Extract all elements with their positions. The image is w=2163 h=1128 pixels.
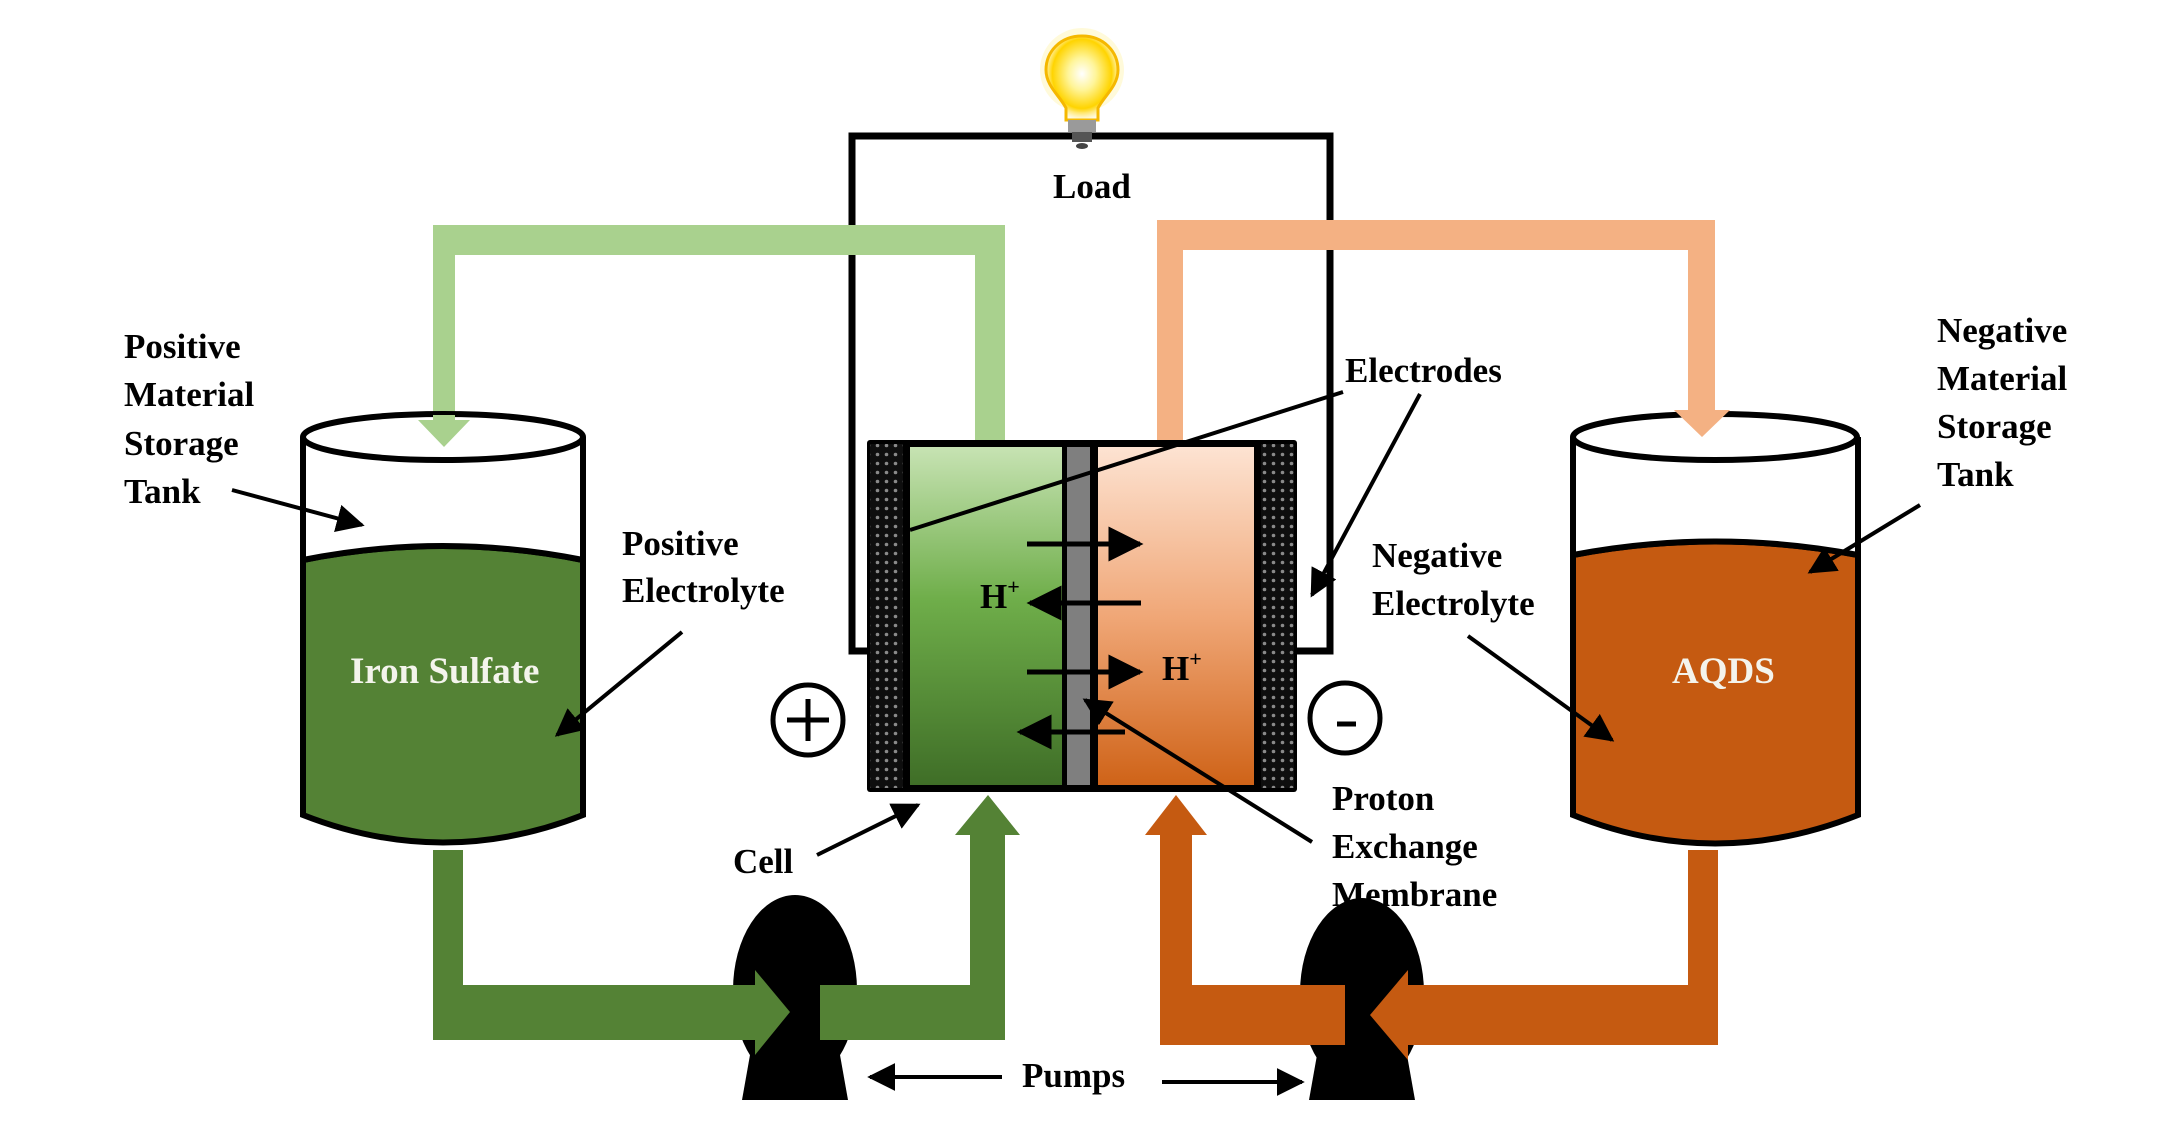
cell-callout: Cell <box>733 803 921 881</box>
positive-electrode <box>870 444 903 788</box>
cell[interactable] <box>867 440 1297 792</box>
positive-storage-tank[interactable] <box>300 411 586 846</box>
negative-electrolyte-callout: Negative Electrolyte <box>1372 536 1615 742</box>
right-tank-leader <box>1807 503 1922 574</box>
iron-sulfate-label: Iron Sulfate <box>350 651 539 692</box>
svg-text:Electrolyte: Electrolyte <box>1372 584 1535 623</box>
electrodes-leader-left <box>909 390 1344 532</box>
left-tank-callout: Positive Material Storage Tank <box>124 327 365 532</box>
proton-arrows <box>1016 526 1144 750</box>
light-bulb-icon <box>1040 28 1124 149</box>
pumps-callout: Pumps <box>867 1056 1305 1096</box>
aqds-label: AQDS <box>1672 651 1775 692</box>
svg-text:Tank: Tank <box>1937 455 2014 494</box>
left-tank-leader <box>231 488 365 532</box>
svg-text:Positive: Positive <box>622 524 739 563</box>
svg-text:Proton: Proton <box>1332 779 1434 818</box>
svg-text:Tank: Tank <box>124 472 201 511</box>
pump-positive[interactable] <box>433 895 1005 1100</box>
negative-electrode <box>1261 444 1294 788</box>
svg-text:Material: Material <box>1937 359 2067 398</box>
svg-text:Cell: Cell <box>733 842 794 881</box>
svg-text:Electrolyte: Electrolyte <box>622 571 785 610</box>
membrane-callout: Proton Exchange Membrane <box>1082 698 1497 914</box>
svg-text:Negative: Negative <box>1372 536 1502 575</box>
svg-text:Membrane: Membrane <box>1332 875 1497 914</box>
positive-return-pipe <box>418 225 1005 447</box>
svg-text:Positive: Positive <box>124 327 241 366</box>
svg-text:Pumps: Pumps <box>1022 1056 1125 1095</box>
pump-negative[interactable] <box>1160 898 1718 1100</box>
positive-terminal-icon <box>770 682 846 758</box>
proton-label-right: H+ <box>1162 646 1202 688</box>
positive-electrolyte-leader <box>554 630 684 737</box>
svg-text:Storage: Storage <box>1937 407 2052 446</box>
svg-text:Negative: Negative <box>1937 311 2067 350</box>
negative-return-pipe <box>1157 220 1730 440</box>
svg-text:Material: Material <box>124 375 254 414</box>
load-label: Load <box>1053 167 1131 206</box>
right-tank-callout: Negative Material Storage Tank <box>1807 311 2067 574</box>
electrodes-leader-right <box>1310 393 1422 598</box>
negative-terminal-icon <box>1307 680 1383 756</box>
negative-half-cell <box>1098 447 1254 785</box>
svg-text:Storage: Storage <box>124 424 239 463</box>
cell-leader <box>816 803 921 857</box>
negative-electrolyte-leader <box>1466 634 1615 742</box>
negative-storage-tank[interactable] <box>1570 405 1861 847</box>
svg-text:Exchange: Exchange <box>1332 827 1478 866</box>
proton-label-left: H+ <box>980 574 1020 616</box>
electrodes-callout: Electrodes <box>909 351 1502 598</box>
positive-electrolyte-callout: Positive Electrolyte <box>554 524 785 737</box>
svg-text:Electrodes: Electrodes <box>1345 351 1502 390</box>
membrane-leader <box>1082 698 1314 844</box>
